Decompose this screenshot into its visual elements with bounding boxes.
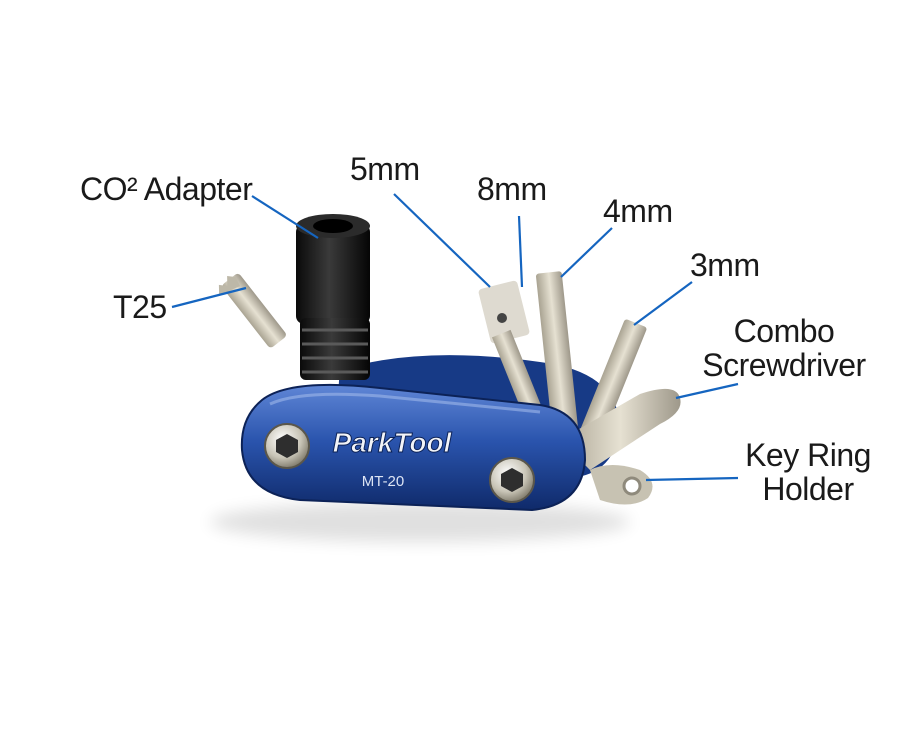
- label-keyring-line2: Holder: [762, 471, 854, 507]
- leader-4mm: [560, 227, 613, 278]
- key-ring-holder: [590, 465, 653, 505]
- label-t25: T25: [113, 289, 167, 325]
- label-3mm: 3mm: [690, 247, 760, 283]
- leader-combo: [675, 382, 739, 400]
- label-8mm: 8mm: [477, 171, 547, 207]
- label-4mm: 4mm: [603, 193, 673, 229]
- left-bolt: [264, 423, 310, 469]
- leader-3mm: [633, 281, 693, 326]
- label-combo-line1: Combo: [733, 313, 835, 349]
- label-5mm: 5mm: [350, 151, 420, 187]
- label-keyring-line1: Key Ring: [745, 437, 871, 473]
- label-combo-line2: Screwdriver: [702, 347, 866, 383]
- model-number: MT-20: [362, 473, 405, 490]
- leader-keyring: [645, 476, 739, 482]
- combo-screwdriver: [560, 388, 681, 470]
- label-combo-screwdriver: Combo Screwdriver: [694, 314, 874, 382]
- co2-adapter: [296, 214, 370, 380]
- leader-co2: [251, 195, 319, 239]
- key-4mm: [536, 271, 578, 433]
- leader-lines: [171, 193, 739, 482]
- leader-t25: [171, 286, 247, 309]
- label-co2-adapter: CO² Adapter: [80, 171, 253, 207]
- leader-5mm: [393, 193, 491, 288]
- label-key-ring-holder: Key Ring Holder: [742, 438, 874, 506]
- t25-bit: [218, 273, 286, 348]
- brand-logo: ParkTool: [333, 427, 453, 458]
- right-bolt: [489, 457, 535, 503]
- leader-8mm: [517, 215, 524, 288]
- floor-shadow: [210, 502, 630, 542]
